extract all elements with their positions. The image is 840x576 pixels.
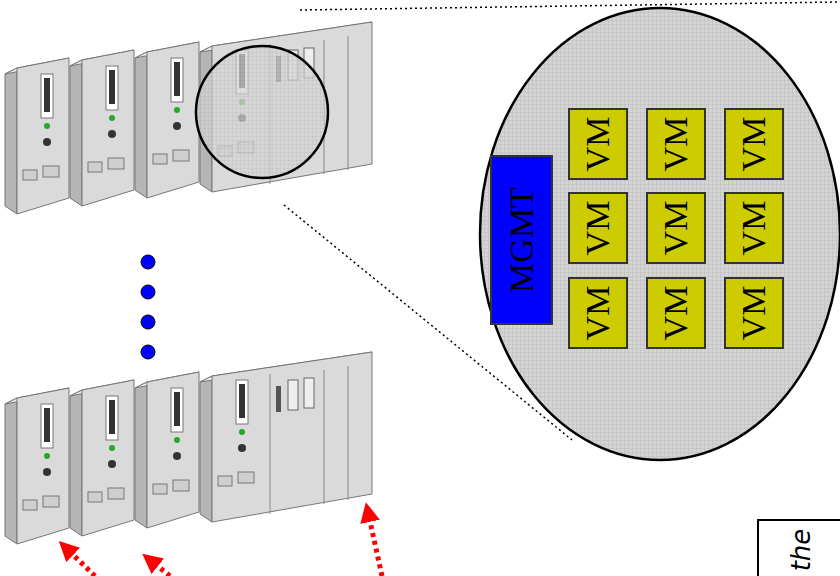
node-label: the — [788, 529, 815, 572]
node-label: VM — [580, 117, 616, 172]
vm-box: VM — [724, 277, 784, 349]
text-group: MGMT — [504, 187, 540, 293]
node-label: MGMT — [504, 187, 540, 293]
ellipsis-dots — [141, 255, 155, 359]
vm-box: VM — [568, 108, 628, 180]
text-group: VM — [736, 286, 772, 341]
node-label: VM — [736, 286, 772, 341]
vm-box: VM — [568, 192, 628, 264]
text-group: VM — [736, 201, 772, 256]
node-label: VM — [580, 201, 616, 256]
node-label: VM — [736, 117, 772, 172]
vm-box: VM — [724, 108, 784, 180]
vm-box: VM — [646, 277, 706, 349]
vm-box: VM — [724, 192, 784, 264]
node-label: VM — [580, 286, 616, 341]
note-box: the — [757, 519, 840, 576]
text-group: VM — [580, 117, 616, 172]
management-box: MGMT — [490, 155, 553, 325]
text-group: VM — [658, 117, 694, 172]
node-label: VM — [658, 117, 694, 172]
node-label: VM — [658, 286, 694, 341]
text-group: VM — [736, 117, 772, 172]
vm-box: VM — [646, 108, 706, 180]
text-group: VM — [658, 286, 694, 341]
node-label: VM — [736, 201, 772, 256]
text-group: VM — [580, 201, 616, 256]
red-arrow — [66, 512, 382, 576]
node-label: VM — [658, 201, 694, 256]
zoom-line — [300, 2, 840, 10]
magnifier-lens — [196, 46, 328, 178]
vm-box: VM — [646, 192, 706, 264]
vm-box: VM — [568, 277, 628, 349]
text-group: VM — [658, 201, 694, 256]
zoom-ellipse — [480, 8, 840, 460]
text-group: the — [788, 529, 815, 572]
text-group: VM — [580, 286, 616, 341]
